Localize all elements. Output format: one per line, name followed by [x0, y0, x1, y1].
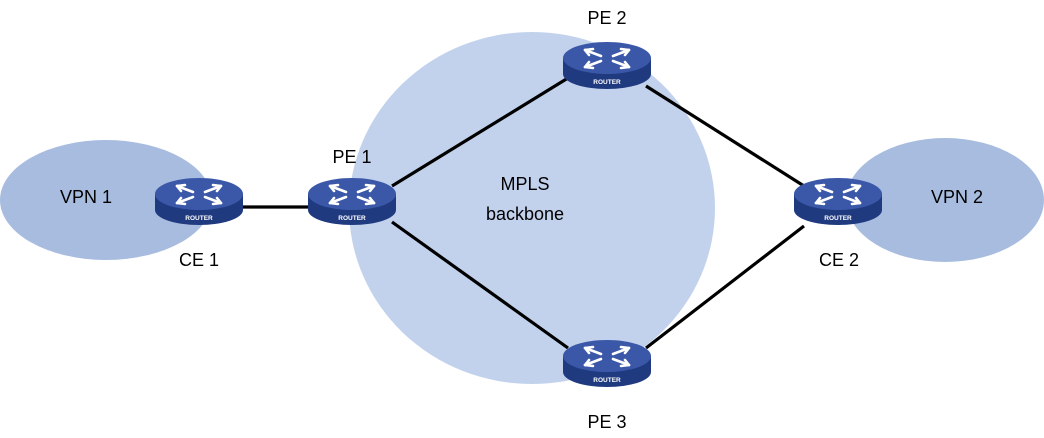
- link-pe1-pe2: [391, 76, 569, 188]
- router-badge: ROUTER: [593, 377, 621, 384]
- router-ce1: ROUTER: [153, 176, 245, 227]
- router-badge: ROUTER: [824, 215, 852, 222]
- router-badge: ROUTER: [593, 79, 621, 86]
- vpn2-cloud: [846, 138, 1044, 262]
- router-pe2: ROUTER: [561, 40, 653, 91]
- router-badge: ROUTER: [338, 215, 366, 222]
- vpn2-label: VPN 2: [931, 187, 983, 207]
- vpn1-label: VPN 1: [60, 187, 112, 207]
- router-ce2: ROUTER: [792, 176, 884, 227]
- vpn1-cloud: [0, 140, 212, 260]
- backbone-label-line2: backbone: [486, 204, 564, 224]
- router-badge: ROUTER: [185, 215, 213, 222]
- ce1-label: CE 1: [179, 250, 219, 270]
- backbone-label-line1: MPLS: [500, 174, 549, 194]
- router-pe1: ROUTER: [306, 176, 398, 227]
- ce2-label: CE 2: [819, 250, 859, 270]
- router-pe3: ROUTER: [561, 338, 653, 389]
- mpls-backbone-cloud: [349, 32, 715, 384]
- pe3-label: PE 3: [587, 412, 626, 432]
- pe2-label: PE 2: [587, 8, 626, 28]
- pe1-label: PE 1: [332, 147, 371, 167]
- link-pe2-ce2: [645, 84, 805, 188]
- link-pe3-ce2: [645, 224, 805, 350]
- link-pe1-pe3: [391, 220, 569, 350]
